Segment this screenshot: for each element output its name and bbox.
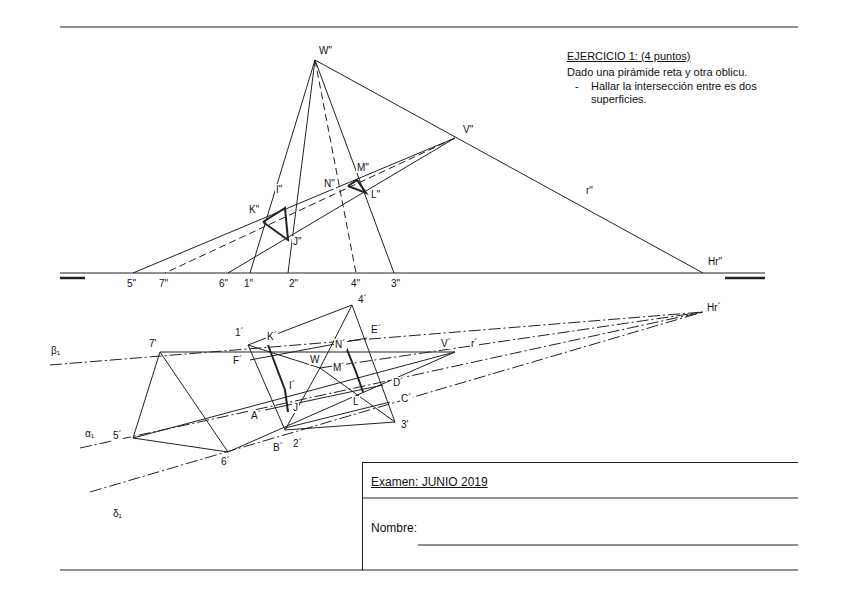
point-label: 2" (288, 278, 299, 289)
name-field: Nombre: (371, 521, 417, 535)
point-label: 6´ (220, 456, 231, 467)
exercise-note: - (574, 80, 580, 93)
point-label: E´ (370, 324, 382, 335)
point-label: D´ (392, 377, 405, 388)
point-label: r´ (470, 338, 479, 349)
point-label: Hr´ (706, 302, 722, 313)
exam-heading: Examen: JUNIO 2019 (371, 475, 488, 489)
point-label: N" (323, 178, 336, 189)
point-label: 6" (218, 278, 229, 289)
point-label: K" (248, 204, 260, 215)
point-label: r" (585, 185, 594, 196)
point-label: L" (370, 189, 381, 200)
point-label: 1´ (234, 327, 245, 338)
exercise-note: Dado una pirámide reta y otra oblicu. (566, 66, 748, 79)
point-label: V" (462, 124, 474, 135)
point-label: F´ (232, 355, 243, 366)
point-label: 4" (350, 278, 361, 289)
exercise-note: EJERCICIO 1: (4 puntos) (566, 50, 692, 63)
point-label: L (352, 396, 360, 407)
point-label: J (292, 402, 299, 413)
point-label: 7' (148, 338, 157, 349)
point-label: 3' (400, 419, 409, 430)
point-label: V´ (440, 338, 452, 349)
point-label: α₁ (84, 428, 95, 439)
point-label: 5" (126, 278, 137, 289)
point-label: 3" (390, 278, 401, 289)
point-label: M´ (332, 362, 346, 373)
exercise-note: Hallar la intersección entre es dos supe… (590, 80, 792, 106)
point-label: 7" (158, 278, 169, 289)
point-label: 1" (243, 278, 254, 289)
point-label: I´ (288, 380, 296, 391)
point-label: I" (275, 184, 283, 195)
point-label: N´ (334, 339, 347, 350)
point-label: A´ (250, 410, 262, 421)
point-label: B´ (272, 442, 284, 453)
point-label: M" (356, 162, 370, 173)
point-label: Hr" (707, 256, 723, 267)
point-label: 4´ (357, 294, 368, 305)
point-label: 2´ (292, 438, 303, 449)
point-label: W" (318, 45, 333, 56)
title-block: Examen: JUNIO 2019Nombre: (362, 462, 798, 570)
point-label: K´ (266, 331, 278, 342)
point-label: 5´ (112, 430, 123, 441)
point-label: β₁ (50, 345, 61, 356)
point-label: C´ (400, 393, 413, 404)
point-label: J" (292, 236, 303, 247)
point-label: W (309, 354, 320, 365)
point-label: δ₁ (112, 508, 123, 519)
